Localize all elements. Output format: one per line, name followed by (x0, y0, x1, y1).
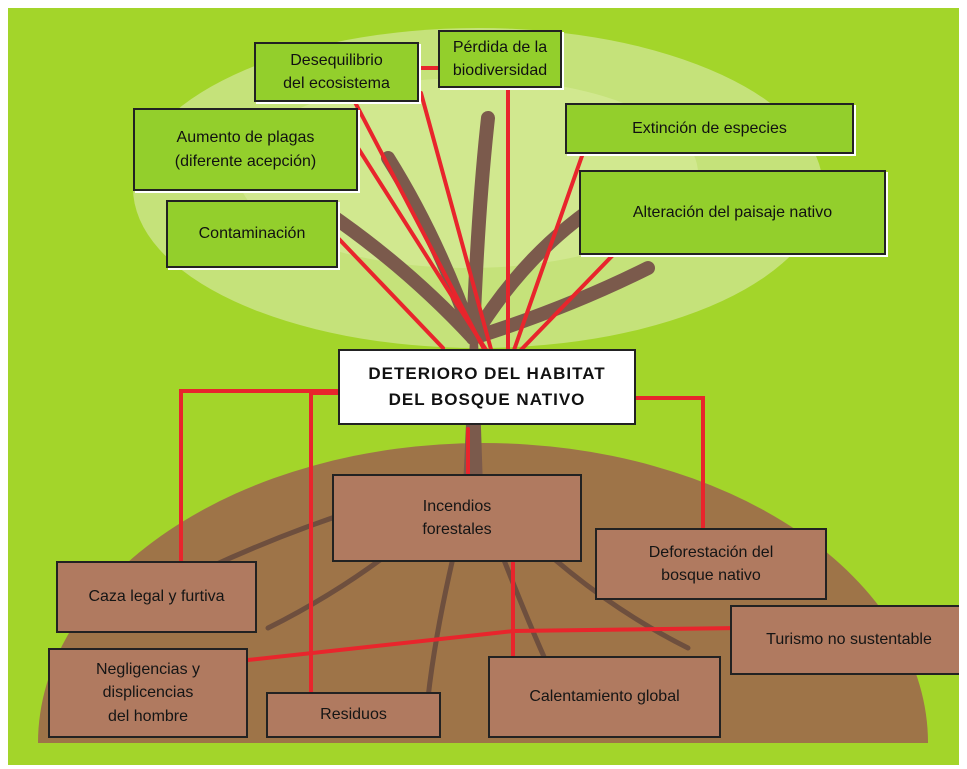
cause-box-negligencias: Negligencias y displicencias del hombre (48, 648, 248, 738)
effect-box-perdida: Pérdida de la biodiversidad (438, 30, 562, 88)
cause-box-deforestacion: Deforestación del bosque nativo (595, 528, 827, 600)
cause-label: bosque nativo (661, 567, 761, 584)
central-topic-line-1: DETERIORO DEL HABITAT (368, 364, 606, 383)
cause-label: displicencias (102, 684, 194, 702)
cause-box-incendios: Incendios forestales (332, 474, 582, 562)
cause-box-turismo: Turismo no sustentable (730, 605, 959, 675)
effect-label: Pérdida de la (452, 38, 548, 56)
effect-label: (diferente acepción) (174, 152, 317, 170)
cause-label: forestales (422, 521, 492, 538)
effect-label: Contaminación (198, 225, 306, 243)
cause-box-calentamiento: Calentamiento global (488, 656, 721, 738)
cause-label: Caza legal y furtiva (88, 588, 225, 606)
cause-label: Residuos (320, 706, 387, 724)
effect-label: Aumento de plagas (176, 129, 315, 147)
cause-box-residuos: Residuos (266, 692, 441, 738)
cause-label: Negligencias y (95, 661, 201, 679)
effect-box-extincion: Extinción de especies (565, 103, 854, 154)
cause-label: del hombre (107, 707, 189, 725)
cause-label: Deforestación del (648, 543, 774, 561)
effect-label: del ecosistema (283, 75, 390, 92)
cause-box-caza: Caza legal y furtiva (56, 561, 257, 633)
effect-label: Extinción de especies (632, 119, 787, 137)
effect-box-contaminacion: Contaminación (166, 200, 338, 268)
effect-box-alteracion: Alteración del paisaje nativo (579, 170, 886, 255)
cause-label: Incendios (422, 497, 492, 515)
cause-label: Calentamiento global (529, 688, 680, 706)
connector-lines (179, 66, 742, 700)
effect-label: Desequilibrio (290, 51, 383, 69)
effect-box-plagas: Aumento de plagas (diferente acepción) (133, 108, 358, 191)
cause-label: Turismo no sustentable (766, 631, 932, 649)
effect-box-desequilibrio: Desequilibrio del ecosistema (254, 42, 419, 102)
diagram-canvas: Desequilibrio del ecosistema Pérdida de l… (8, 8, 959, 765)
effect-label: Alteración del paisaje nativo (632, 203, 833, 221)
effect-label: biodiversidad (452, 62, 548, 79)
central-topic-box: DETERIORO DEL HABITAT DEL BOSQUE NATIVO (338, 349, 636, 425)
central-topic-line-2: DEL BOSQUE NATIVO (388, 390, 586, 409)
